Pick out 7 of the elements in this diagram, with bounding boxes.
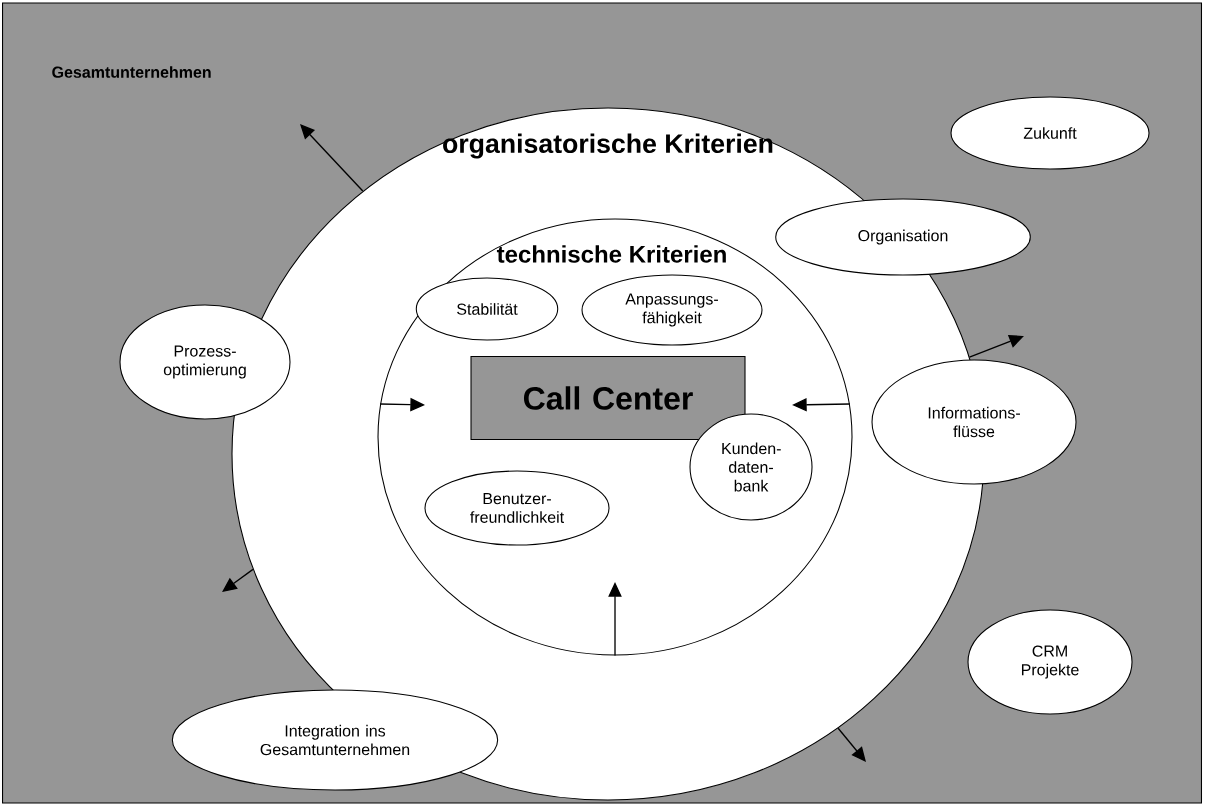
arrow xyxy=(608,582,622,657)
arrow xyxy=(968,334,1024,358)
arrow xyxy=(222,568,254,592)
center-box: Call Center xyxy=(470,356,746,440)
arrow xyxy=(379,397,425,412)
arrow xyxy=(300,124,364,192)
arrow xyxy=(837,727,866,762)
